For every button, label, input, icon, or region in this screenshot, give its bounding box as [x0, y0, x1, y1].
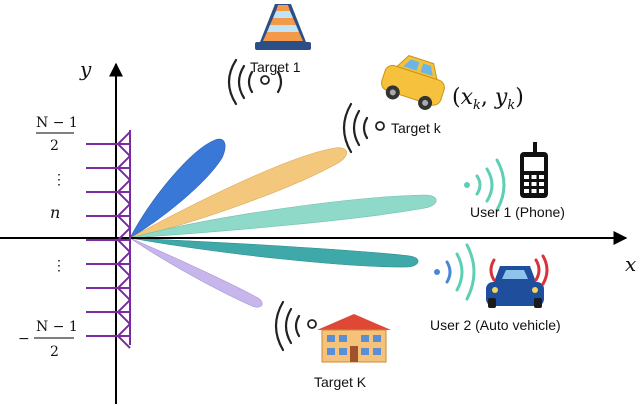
radar-wave-icon: [227, 58, 283, 106]
target-1-label: Target 1: [250, 59, 301, 75]
bottom-index-denominator: 2: [50, 344, 59, 360]
lower-dots: ⋮: [52, 258, 66, 274]
upper-dots: ⋮: [52, 172, 66, 188]
antenna-element: [86, 155, 131, 181]
antenna-element: [86, 203, 131, 229]
user-2-label: User 2 (Auto vehicle): [430, 317, 561, 333]
antenna-element: [86, 251, 131, 277]
top-index-denominator: 2: [50, 138, 59, 154]
user-1-label: User 1 (Phone): [470, 204, 565, 220]
antenna-array: [86, 130, 131, 349]
antenna-element: [86, 275, 131, 301]
antenna-element: [86, 299, 131, 325]
beam-target-K: [129, 237, 263, 308]
antenna-element: [86, 131, 131, 157]
array-indices: N − 1 2 ⋮ n ⋮ − N − 1 2: [18, 115, 78, 360]
target-K-label: Target K: [314, 374, 367, 390]
top-index-numerator: N − 1: [36, 115, 78, 131]
beams: [129, 138, 437, 308]
house-icon: [317, 314, 391, 363]
blue-car-icon: [486, 266, 544, 308]
traffic-cone-icon: [255, 4, 311, 50]
svg-text:(xk, yk): (xk, yk): [452, 85, 524, 113]
mid-index-n: n: [50, 203, 60, 222]
y-axis-label: y: [79, 57, 92, 81]
bottom-index-minus: −: [18, 331, 30, 347]
beam-user-1: [129, 194, 437, 239]
beam-target-1: [129, 138, 226, 239]
antenna-element: [86, 227, 131, 253]
bottom-index-numerator: N − 1: [36, 319, 78, 335]
yellow-car-icon: [381, 55, 445, 110]
x-axis-label: x: [625, 252, 636, 276]
radar-wave-icon: [342, 102, 385, 154]
antenna-element: [86, 179, 131, 205]
signal-wave-icon: [464, 158, 506, 212]
beam-user-2: [129, 237, 419, 268]
target-k-label: Target k: [391, 120, 442, 136]
signal-wave-icon: [434, 243, 549, 301]
radar-wave-icon: [274, 300, 317, 352]
beam-target-k: [129, 147, 347, 239]
antenna-element: [86, 323, 131, 349]
target-k-coordinates: (xk, yk): [452, 85, 524, 113]
phone-icon: [520, 142, 548, 198]
